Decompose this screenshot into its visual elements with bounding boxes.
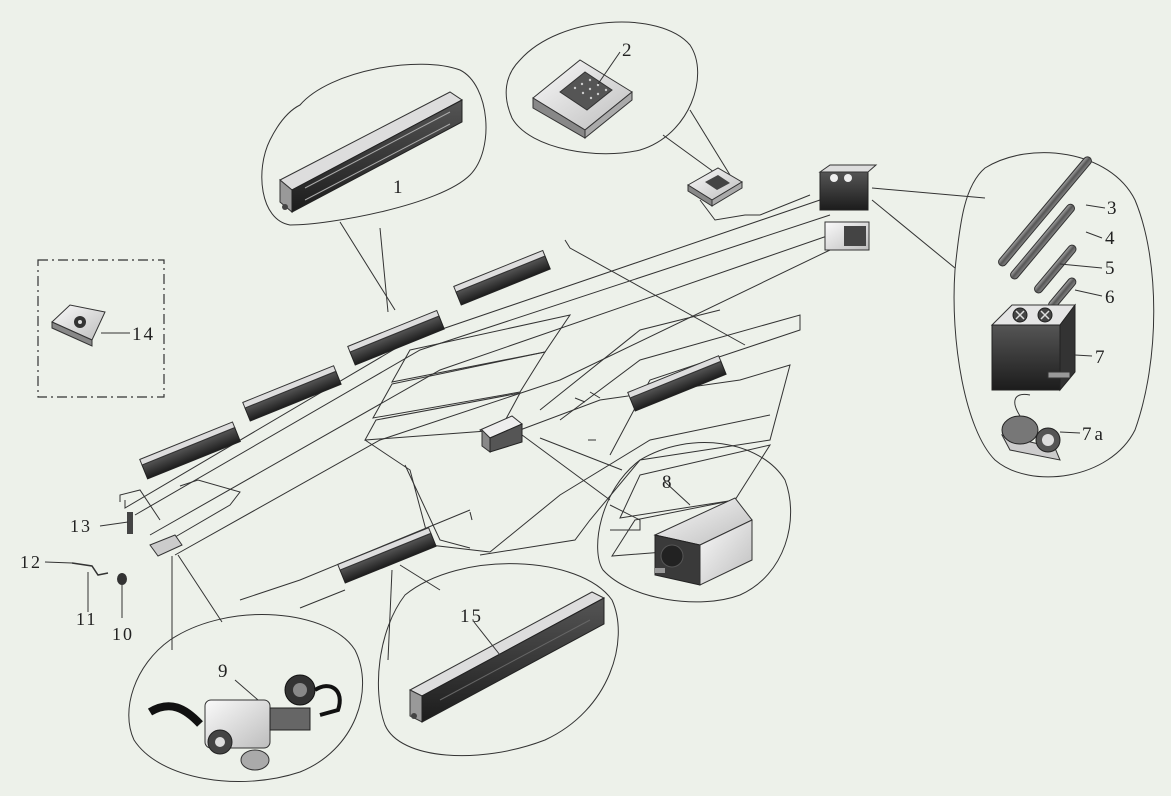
part-labels: 1 2 3 4 5 6 7 7a 8 9 10 11 12 13 14 15 [20,40,1117,682]
convector-heaters [139,249,727,584]
label-15: 15 [460,606,483,627]
bubble-2 [505,21,699,155]
convector-heater-detail-1 [279,91,463,214]
heating-rods [998,156,1092,310]
bubble-9 [128,614,364,782]
pump-unit [147,674,342,771]
convector-heater-detail-15 [408,591,606,723]
main-heater-detail [990,303,1076,392]
bubble-1 [261,63,487,226]
convector-heater-right-2 [337,527,437,584]
label-7: 7 [1095,347,1105,368]
bubble-15 [377,563,619,757]
rod-4 [1010,203,1075,280]
bubble-8 [597,442,792,603]
convector-heater-front-3 [347,309,445,366]
convector-heater-front-1 [139,421,241,480]
label-14: 14 [132,324,155,345]
label-11: 11 [76,609,97,629]
rod-3 [998,156,1092,267]
bubble-3-7a [953,152,1155,478]
heater-box-small [479,415,523,453]
pipe-network [119,194,831,609]
fitting-10 [117,573,127,585]
label-9: 9 [218,661,228,682]
convector-heater-right-1 [627,355,727,412]
label-6: 6 [1105,287,1115,308]
control-panel [51,304,106,347]
fittings [71,512,183,585]
label-3: 3 [1107,198,1117,219]
label-8: 8 [662,472,672,493]
callout-bubbles [128,21,1155,782]
main-heater-small [818,164,878,251]
label-10: 10 [112,624,134,644]
control-panel-frame [37,259,165,398]
label-12: 12 [20,552,42,572]
label-leaders [44,51,1106,701]
convector-heater-front-2 [242,365,342,422]
leader-lines [171,109,986,661]
label-1: 1 [393,177,403,198]
label-7a: 7a [1082,424,1106,445]
rod-5 [1034,244,1077,294]
label-5: 5 [1105,258,1115,279]
label-13: 13 [70,516,92,536]
heater-box-detail [653,497,753,586]
convector-heater-front-4 [453,249,551,306]
label-2: 2 [622,40,632,61]
roof-heater-unit [532,59,633,140]
fitting-13 [127,512,133,534]
fitting-11-12 [71,562,109,576]
label-4: 4 [1105,228,1115,249]
roof-heater-small [687,167,743,207]
valve-block [149,534,183,557]
blower-motor [1001,393,1061,461]
